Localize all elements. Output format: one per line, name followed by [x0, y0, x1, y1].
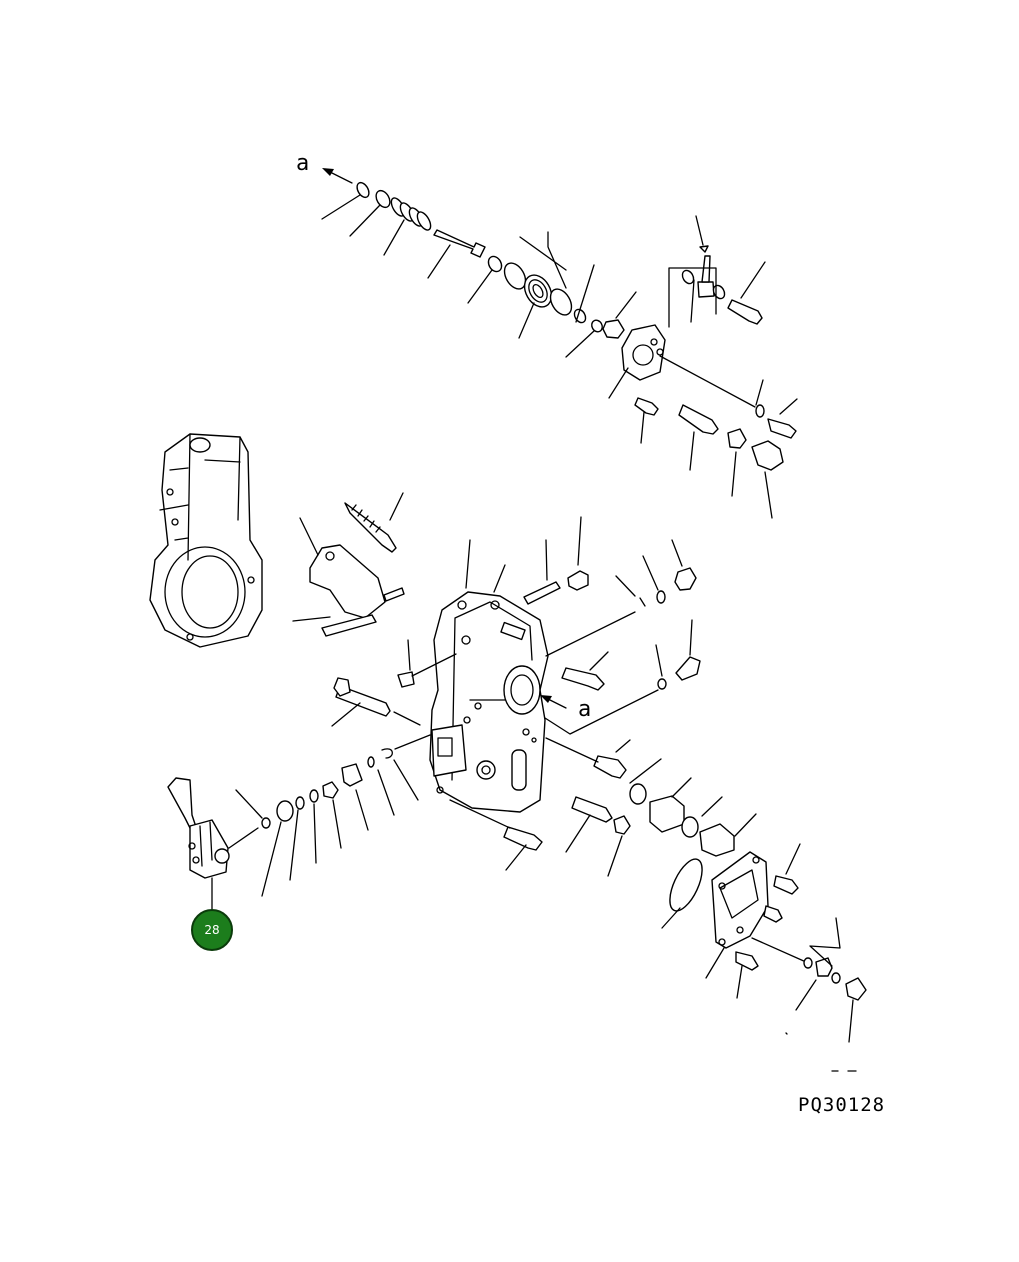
- direction-arrow-top: [322, 168, 353, 184]
- upper-assembly: a: [296, 151, 798, 519]
- arrow-label-a-top: a: [296, 151, 309, 176]
- spring: [390, 197, 432, 231]
- lever-bracket: [167, 777, 259, 910]
- housing-lower-parts: [449, 737, 757, 929]
- drawing-number: PQ30128: [798, 1094, 886, 1116]
- arrow-label-a-mid: a: [578, 697, 591, 722]
- governor-housing: a: [429, 539, 591, 813]
- housing-left-parts: [235, 639, 457, 897]
- pump-housing: [149, 433, 263, 648]
- lever-linkage: [292, 492, 405, 637]
- callout-marker-28[interactable]: 28: [191, 909, 233, 951]
- side-cover: [705, 843, 867, 1072]
- direction-arrow-mid: [540, 695, 567, 709]
- governor-cover: [621, 324, 666, 381]
- housing-right-parts: [523, 516, 701, 735]
